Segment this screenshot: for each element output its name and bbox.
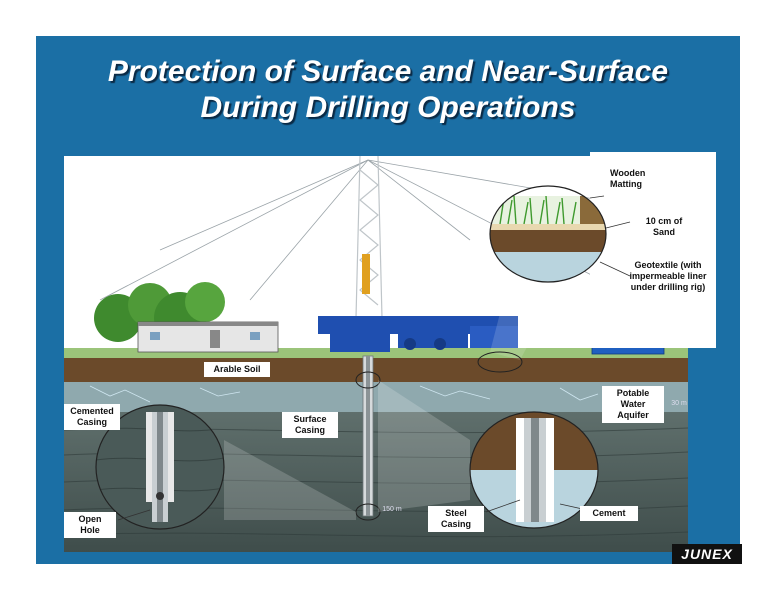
matting-label-panel [590, 152, 716, 348]
title-line-1: Protection of Surface and Near-Surface [107, 55, 669, 88]
label-cement: Cement [580, 506, 638, 521]
label-wooden-matting: Wooden Matting [610, 168, 646, 189]
label-arable-soil: Arable Soil [204, 362, 270, 377]
arable-soil-layer [64, 358, 688, 382]
rig-equipment [318, 316, 518, 352]
label-potable-water-aquifer: Potable Water Aquifer [602, 386, 664, 423]
label-depth-30m: 30 m [671, 400, 687, 407]
zoom-origin-ring [477, 351, 523, 373]
title-line-2: During Drilling Operations [200, 91, 576, 124]
label-depth-150m: 150 m [382, 506, 402, 513]
slide-title: Protection of Surface and Near-Surface D… [36, 54, 740, 126]
label-sand: 10 cm of Sand [645, 216, 683, 237]
junex-logo: JUNEX [672, 544, 742, 564]
zoom-surface-layers [489, 185, 607, 283]
rig-hook [362, 254, 370, 294]
label-geotextile: Geotextile (with impermeable liner under… [629, 260, 707, 292]
well-bore [355, 355, 381, 521]
zoom-cemented-casing [95, 404, 225, 530]
label-steel-casing: Steel Casing [428, 506, 484, 532]
label-surface-casing: Surface Casing [282, 412, 338, 438]
label-cemented-casing: Cemented Casing [64, 404, 120, 430]
label-open-hole: Open Hole [64, 512, 116, 538]
zoom-cone-top [490, 286, 560, 360]
water-veins [89, 385, 599, 403]
zoom-cone-right [378, 380, 470, 512]
zoom-cone-left [224, 440, 356, 520]
site-trailer [137, 321, 279, 353]
